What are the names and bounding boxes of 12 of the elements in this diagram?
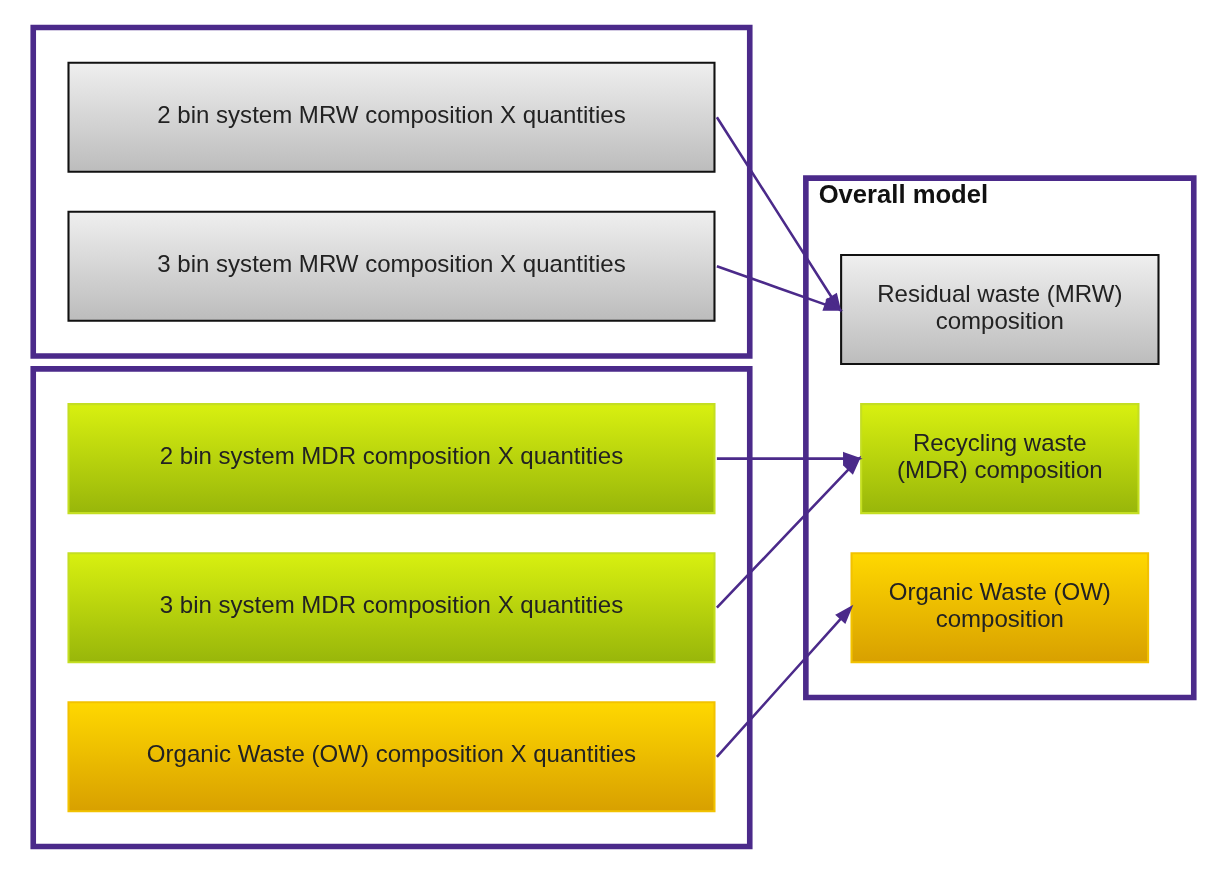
node-box: Organic Waste (OW) composition X quantities [67, 701, 716, 813]
node-box: Organic Waste (OW) composition [850, 552, 1150, 664]
cluster [30, 366, 753, 850]
arrow [715, 604, 854, 758]
node-box: 3 bin system MRW composition X quantities [67, 210, 716, 322]
arrow [715, 455, 862, 609]
node-box: 2 bin system MRW composition X quantities [67, 61, 716, 173]
cluster [30, 24, 753, 359]
node-box: 3 bin system MDR composition X quantities [67, 552, 716, 664]
node-box: 2 bin system MDR composition X quantities [67, 403, 716, 515]
node-box: Recycling waste (MDR) composition [860, 403, 1140, 515]
node-box: Residual waste (MRW) composition [840, 254, 1160, 366]
